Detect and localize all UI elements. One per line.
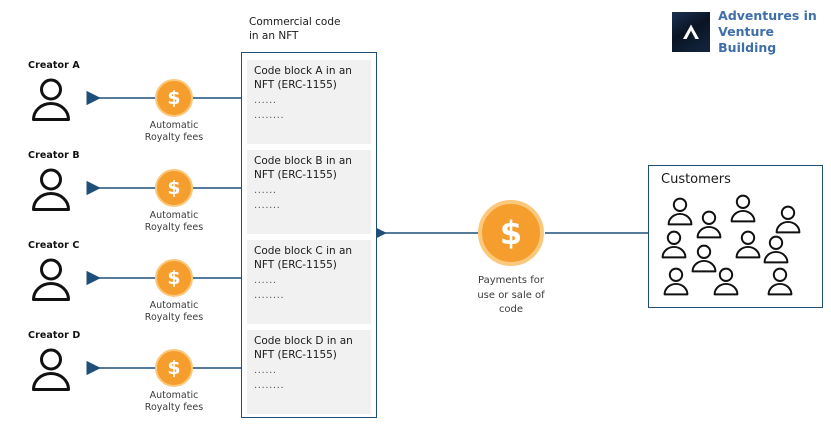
royalty-fee-label-c: Automatic Royalty fees — [144, 300, 204, 324]
customer-person-icon-5 — [659, 229, 689, 263]
person-icon-creator-d — [28, 346, 74, 396]
code-block-b[interactable]: Code block B in an NFT (ERC-1155) ......… — [247, 150, 371, 234]
customer-person-icon-11 — [761, 234, 791, 268]
code-block-c[interactable]: Code block C in an NFT (ERC-1155) ......… — [247, 240, 371, 324]
coin-dollar-icon: $ — [167, 87, 181, 109]
chevron-up-logo-mark-icon — [672, 12, 711, 52]
customer-person-icon-6 — [689, 243, 719, 277]
code-block-c-dots-1: ...... — [254, 274, 277, 286]
royalty-fee-label-d: Automatic Royalty fees — [144, 390, 204, 414]
customer-person-icon-3 — [728, 193, 758, 227]
person-icon-creator-b — [28, 166, 74, 216]
coin-dollar-icon: $ — [167, 267, 181, 289]
customer-person-icon-8 — [661, 266, 691, 300]
code-block-a[interactable]: Code block A in an NFT (ERC-1155) ......… — [247, 60, 371, 144]
royalty-coin-a: $ — [155, 79, 193, 117]
coin-dollar-icon: $ — [499, 214, 523, 252]
creator-label-b: Creator B — [28, 150, 80, 161]
code-block-a-title: Code block A in an NFT (ERC-1155) — [254, 65, 352, 91]
creator-label-c: Creator C — [28, 240, 80, 251]
code-block-b-dots-2: ....... — [254, 199, 281, 211]
nft-panel: Code block A in an NFT (ERC-1155) ......… — [241, 52, 377, 418]
brand-name: Adventures in Venture Building — [718, 8, 817, 55]
person-icon-creator-c — [28, 256, 74, 306]
royalty-coin-d: $ — [155, 349, 193, 387]
coin-dollar-icon: $ — [167, 177, 181, 199]
code-block-b-title: Code block B in an NFT (ERC-1155) — [254, 155, 352, 181]
person-icon-creator-a — [28, 76, 74, 126]
code-block-a-dots-2: ........ — [254, 109, 285, 121]
customer-person-icon-4 — [773, 204, 803, 238]
code-block-d-dots-1: ...... — [254, 364, 277, 376]
code-block-d[interactable]: Code block D in an NFT (ERC-1155) ......… — [247, 330, 371, 414]
coin-dollar-icon: $ — [167, 357, 181, 379]
customer-person-icon-9 — [711, 266, 741, 300]
code-block-a-dots-1: ...... — [254, 94, 277, 106]
payments-coin: $ — [478, 200, 544, 266]
code-block-d-title: Code block D in an NFT (ERC-1155) — [254, 335, 353, 361]
royalty-fee-label-b: Automatic Royalty fees — [144, 210, 204, 234]
code-block-c-title: Code block C in an NFT (ERC-1155) — [254, 245, 353, 271]
royalty-fee-label-a: Automatic Royalty fees — [144, 120, 204, 144]
customer-person-icon-10 — [765, 266, 795, 300]
nft-panel-title: Commercial code in an NFT — [249, 16, 341, 42]
customer-person-icon-2 — [694, 209, 724, 243]
customers-box: Customers — [648, 165, 823, 308]
customer-person-icon-7 — [733, 229, 763, 263]
royalty-coin-b: $ — [155, 169, 193, 207]
code-block-c-dots-2: ........ — [254, 289, 285, 301]
creator-label-d: Creator D — [28, 330, 81, 341]
code-block-b-dots-1: ...... — [254, 184, 277, 196]
code-block-d-dots-2: ........ — [254, 379, 285, 391]
creator-label-a: Creator A — [28, 60, 80, 71]
customer-person-icon-1 — [665, 196, 695, 230]
brand-logo: Adventures in Venture Building — [672, 8, 831, 56]
royalty-coin-c: $ — [155, 259, 193, 297]
payments-label: Payments for use or sale of code — [477, 275, 545, 315]
customers-title: Customers — [661, 172, 731, 187]
